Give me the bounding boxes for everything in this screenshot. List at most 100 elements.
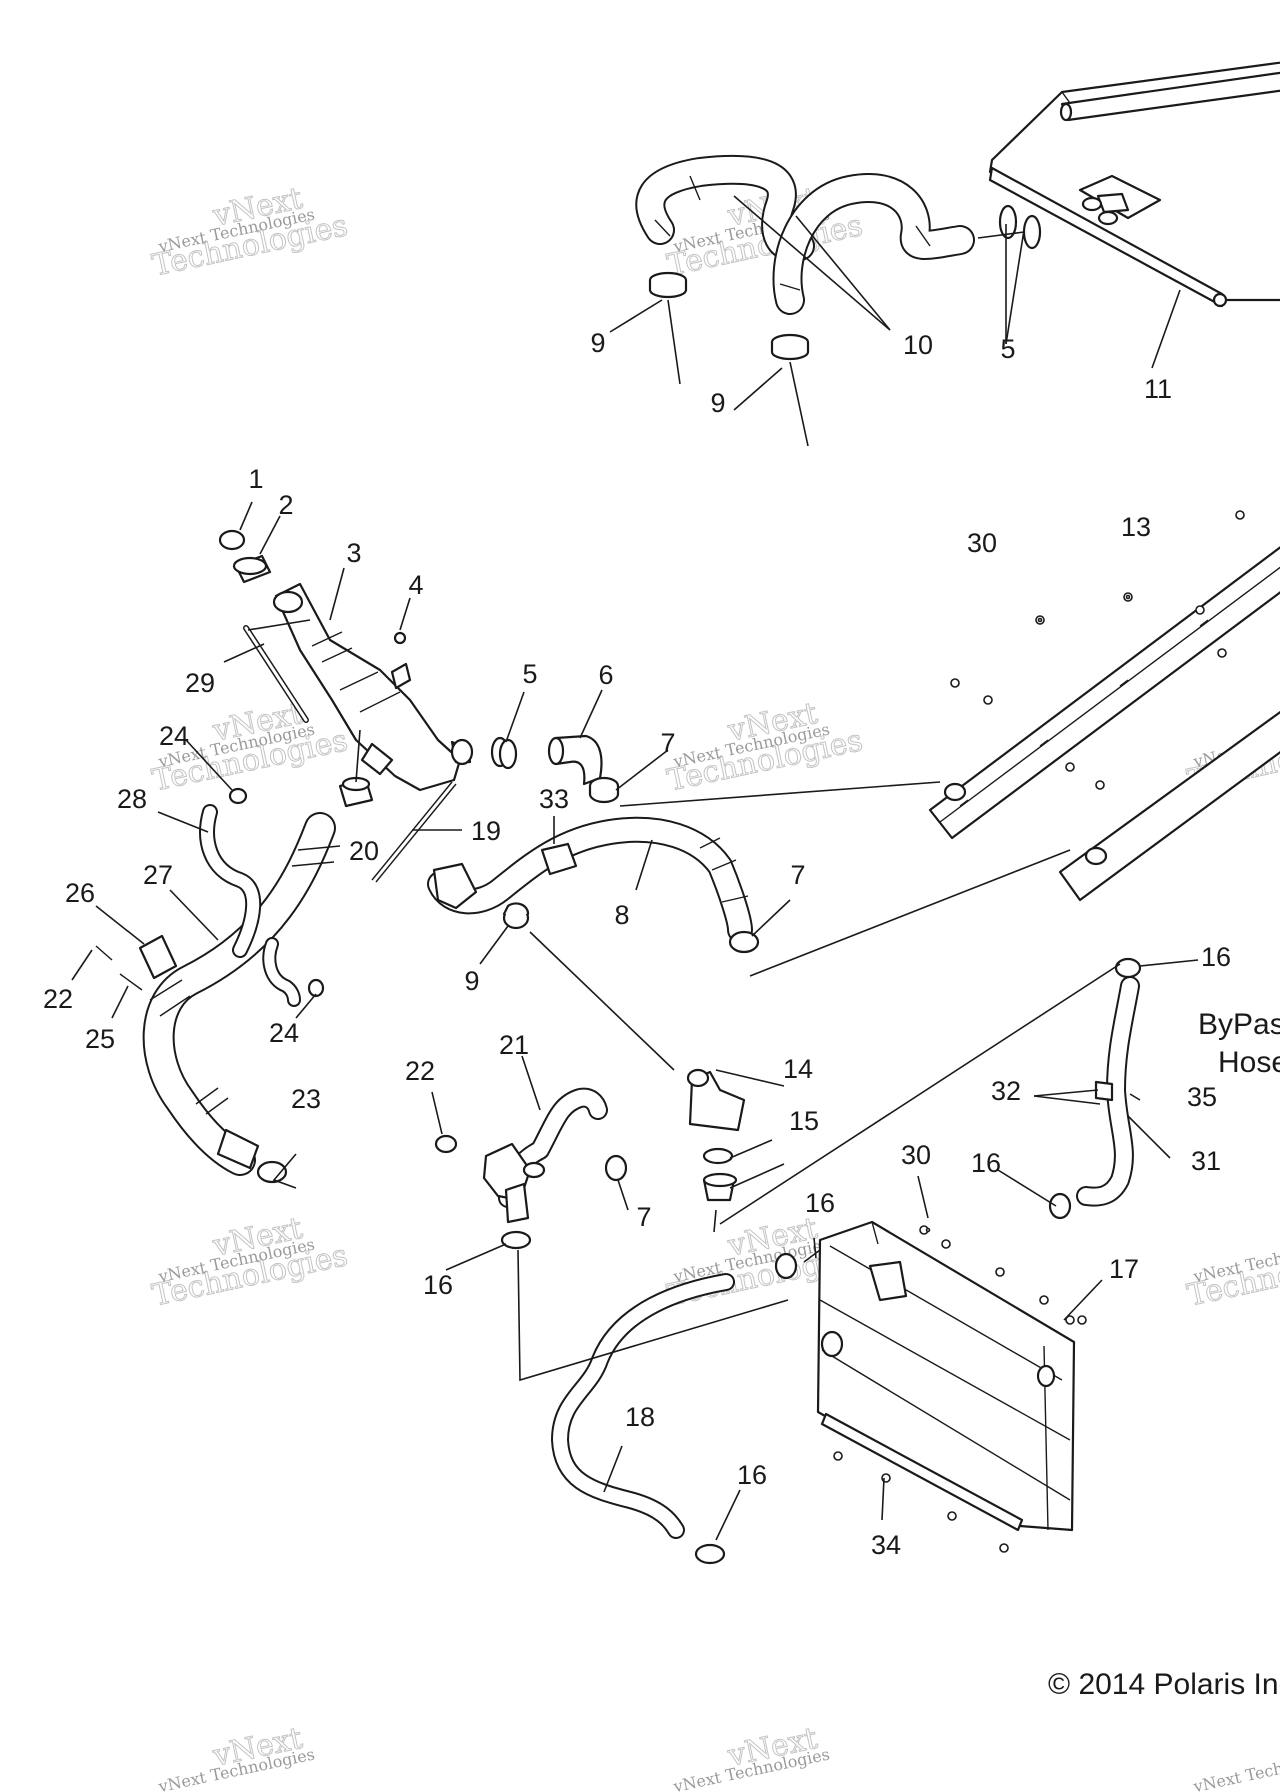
hose-end-23 [216,1128,260,1170]
block-33 [540,842,578,876]
cap-seal [218,529,246,551]
callout-16-mid: 16 [971,1148,1001,1178]
overflow-hose-assembly [95,804,341,1184]
bolt-set-lower [833,1225,1087,1553]
callout-9-top-left: 9 [590,328,605,358]
hose-8-fill [429,818,751,941]
callout-29: 29 [185,668,215,698]
callout-32: 32 [991,1076,1021,1106]
callout-33: 33 [539,784,569,814]
fill-neck-body [274,582,462,792]
lower-hose-18 [551,1252,798,1565]
radiator-rail-end [1212,292,1228,308]
bypass-hose-21 [434,1087,628,1250]
callout-7-upper: 7 [660,728,675,758]
callout-1: 1 [248,464,263,494]
callout-14: 14 [783,1054,813,1084]
hose-clamp-16d [694,1543,726,1565]
bypass-note-line1: ByPas [1198,1008,1280,1041]
watermark: Technologies vNext vNext Technologies [149,180,351,284]
thermostat-housing-port [686,1068,710,1088]
dipstick-29-fill [244,626,308,722]
hose-clamp-9c [502,902,530,930]
pin-22 [95,945,113,961]
vent-cap-24b [307,978,325,998]
callout-7-right: 7 [790,860,805,890]
lower-rail [1058,710,1280,902]
callout-19: 19 [471,816,501,846]
thermostat-assembly [686,1068,746,1202]
radiator-outlet-a [1096,192,1130,214]
watermark: Technologies vNext Technologies [1184,1234,1280,1314]
watermark: vNext vNext Technologies [671,1720,831,1792]
callout-35: 35 [1187,1082,1217,1112]
hose-clamp-7b [728,930,760,954]
lower-radiator-inlet [820,1330,844,1358]
hose-18-fill [553,1275,733,1537]
bypass-spout [504,1182,530,1224]
callout-16-center: 16 [805,1188,835,1218]
callout-9-top: 9 [710,388,725,418]
callout-10: 10 [903,330,933,360]
elbow-6-end [547,736,565,766]
radiator-tube-end [1059,102,1073,122]
hose-clamp-5b [490,736,518,770]
lower-radiator-17 [816,1220,1087,1553]
bypass-note-line2: Hose [1218,1046,1280,1079]
callout-24-lower: 24 [269,1018,299,1048]
tank-mount-tab [390,662,412,690]
clamp-22 [434,1134,458,1154]
hose-clamp-16e [774,1252,798,1280]
vent-cap-24a [228,787,248,805]
tank-bolt-4 [393,631,407,645]
callout-25: 25 [85,1024,115,1054]
callout-8: 8 [614,900,629,930]
upper-rail-port [943,782,967,802]
overflow-hose-27-fill [144,814,334,1174]
hose-8-bend-lines [699,837,749,903]
bolt-set [950,510,1245,790]
radiator-outlet-a-end [1081,196,1103,212]
callout-22-left: 22 [43,984,73,1014]
fill-neck-rings [311,631,401,713]
callout-11: 11 [1144,374,1172,404]
elbow-6 [554,734,603,786]
radiator-outlet-b-end [1097,210,1119,226]
callout-27: 27 [143,860,173,890]
callout-4: 4 [408,570,423,600]
leader-lines [71,195,1199,1541]
callout-2: 2 [278,490,293,520]
callout-20: 20 [349,836,379,866]
tank-lower-spout [360,742,394,776]
callout-13: 13 [1121,512,1151,542]
watermark: Technologies vNext vNext Technologies [664,695,866,799]
callout-numbers: 1 2 3 4 5 5 6 7 7 7 8 9 9 9 10 11 13 14 … [43,328,1231,1560]
coolant-hose-8 [427,816,760,954]
bypass-spout-end [522,1161,546,1179]
o-ring-15 [702,1147,734,1165]
hose-31-fill [1078,978,1138,1205]
radiator-shroud-rails [928,510,1280,902]
hose-8-left-fitting [432,862,478,910]
callout-6: 6 [598,660,613,690]
callout-31: 31 [1191,1146,1221,1176]
hose-clamp-9a [648,271,688,299]
watermark: vNext Technologies [1191,1744,1280,1792]
callout-21: 21 [499,1030,529,1060]
callout-18: 18 [625,1402,655,1432]
clip-32 [1094,1080,1114,1102]
watermark: vNext vNext Technologies [156,1720,316,1792]
hose-clamp-16a [500,1230,532,1250]
fill-neck-opening [272,590,304,614]
pressure-cap-top [232,556,268,576]
lower-radiator-bracket [868,1260,908,1302]
hose-clamp-7a [588,776,620,804]
callout-16-left: 16 [423,1270,453,1300]
lower-rail-port [1084,846,1108,866]
pin-25 [119,973,143,991]
callout-7-lower: 7 [636,1202,651,1232]
callout-34: 34 [871,1530,901,1560]
hose-27-rings [149,845,341,1115]
lower-radiator-frame [819,1221,1071,1531]
callout-26: 26 [65,878,95,908]
